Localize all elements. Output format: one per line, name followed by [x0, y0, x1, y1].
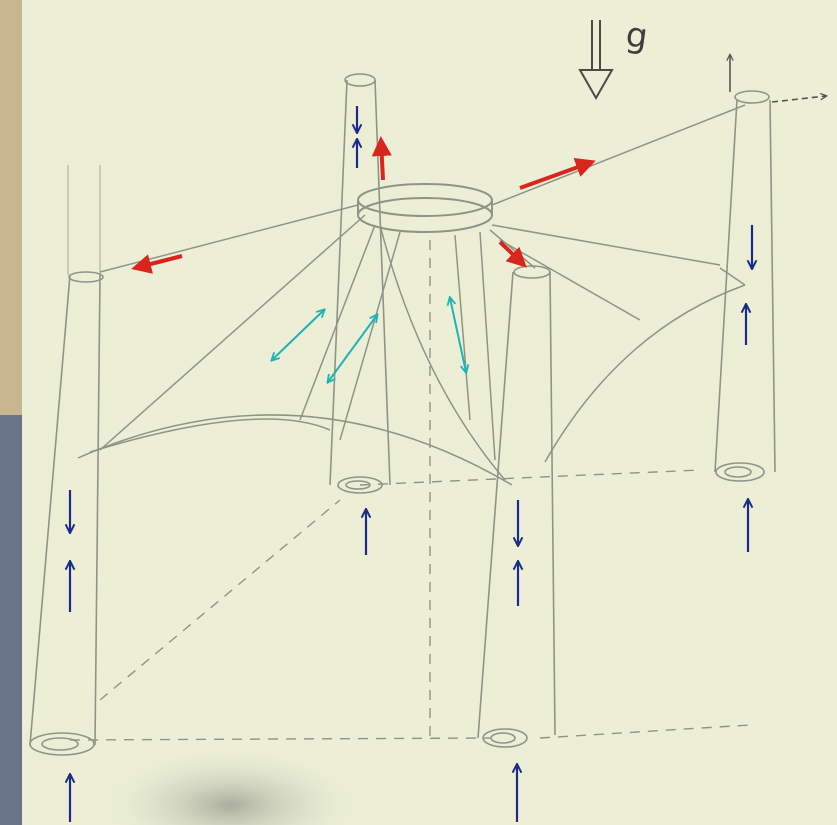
- tension-arrow-left: [131, 254, 183, 274]
- tension-arrows: [131, 136, 596, 274]
- ground-lines: [69, 240, 751, 741]
- pole-top-force-axes: [730, 55, 826, 103]
- paper: [22, 0, 837, 825]
- central-ring: [357, 183, 493, 233]
- pole-back-right: [714, 90, 776, 482]
- strut-arrow-3: [450, 298, 466, 372]
- pole-front-left: [29, 271, 104, 756]
- support-arrows: [70, 106, 752, 822]
- poles: [29, 73, 776, 756]
- strut-arrow-1: [272, 310, 324, 360]
- wood-strip: [0, 0, 24, 415]
- tension-arrow-up: [371, 136, 392, 181]
- gravity-arrow: [578, 20, 614, 101]
- tension-arrow-right: [519, 158, 596, 190]
- pole-front-right: [477, 265, 556, 748]
- tension-arrow-down: [498, 240, 527, 268]
- hand-shadow: [90, 745, 370, 825]
- strut-arrow-2: [328, 315, 377, 382]
- strut-arrows: [272, 298, 466, 382]
